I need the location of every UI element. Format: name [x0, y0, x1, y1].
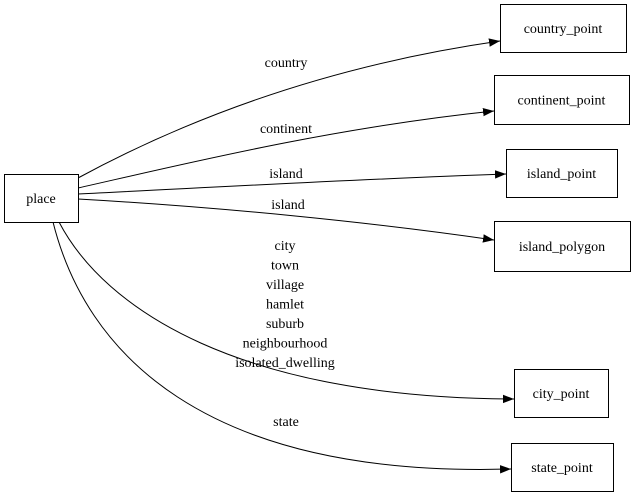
node-box-state_point	[511, 443, 614, 492]
edge-label: town	[271, 259, 299, 274]
node-city_point: city_point	[514, 369, 609, 418]
edge-place-island_polygon: island	[77, 198, 495, 243]
edge-label: hamlet	[266, 298, 304, 313]
node-place: place	[4, 174, 79, 223]
edge-label: village	[266, 278, 304, 293]
node-label-continent_point: continent_point	[518, 94, 606, 109]
node-box-continent_point	[494, 75, 630, 125]
node-label-place: place	[26, 192, 56, 207]
node-island_polygon: island_polygon	[494, 221, 631, 272]
node-label-island_point: island_point	[527, 167, 596, 182]
nodes-layer: place country_point continent_point island_…	[4, 4, 631, 492]
node-state_point: state_point	[511, 443, 614, 492]
edges-layer: country continent island island city town vill…	[52, 38, 515, 474]
edge-label: city	[275, 239, 296, 254]
edge-place-continent_point: continent	[77, 107, 495, 189]
edge-place-city_point: city town village hamlet suburb neighbourhood…	[58, 221, 515, 404]
node-box-place	[4, 174, 79, 223]
edge-label: suburb	[266, 317, 304, 332]
node-label-island_polygon: island_polygon	[519, 240, 605, 255]
node-label-state_point: state_point	[531, 461, 593, 476]
edge-line-place-island_polygon	[77, 198, 495, 243]
node-box-country_point	[500, 4, 627, 53]
node-label-country_point: country_point	[524, 22, 603, 37]
edge-label: island	[269, 167, 302, 182]
edge-line-place-island_point	[77, 170, 507, 195]
node-box-city_point	[514, 369, 609, 418]
node-box-island_point	[506, 149, 618, 198]
edge-label: continent	[260, 122, 312, 137]
node-continent_point: continent_point	[494, 75, 630, 125]
edge-place-state_point: state	[52, 221, 512, 474]
edge-line-place-state_point	[52, 221, 512, 474]
edge-place-island_point: island	[77, 167, 507, 195]
edge-label: state	[273, 415, 299, 430]
edge-line-place-country_point	[77, 38, 501, 179]
node-country_point: country_point	[500, 4, 627, 53]
node-box-island_polygon	[494, 221, 631, 272]
edge-label: island	[271, 198, 304, 213]
edge-line-place-continent_point	[77, 107, 495, 189]
edge-label: country	[265, 56, 308, 71]
edge-line-place-city_point	[58, 221, 515, 404]
edge-label: neighbourhood	[243, 337, 328, 352]
edge-label: isolated_dwelling	[235, 356, 335, 371]
node-label-city_point: city_point	[533, 387, 590, 402]
edge-place-country_point: country	[77, 38, 501, 179]
node-island_point: island_point	[506, 149, 618, 198]
